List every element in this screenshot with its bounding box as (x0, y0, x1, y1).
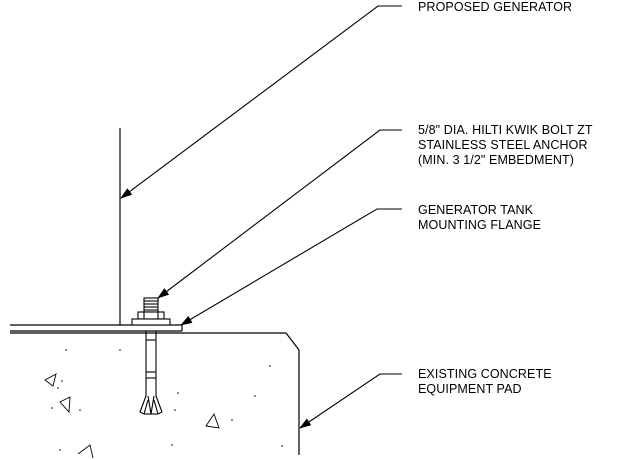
callout-pad: EXISTING CONCRETE EQUIPMENT PAD (418, 367, 552, 397)
anchor-bolt (131, 297, 171, 415)
callout-flange-line-2: MOUNTING FLANGE (418, 218, 542, 232)
callout-flange-line-1: GENERATOR TANK (418, 203, 534, 217)
concrete-hatch (44, 373, 220, 459)
leader-pad (299, 373, 402, 429)
callout-flange: GENERATOR TANK MOUNTING FLANGE (418, 203, 541, 233)
callout-generator-line-1: PROPOSED GENERATOR (418, 0, 573, 14)
callout-pad-line-1: EXISTING CONCRETE (418, 367, 552, 381)
callout-generator: PROPOSED GENERATOR (418, 0, 572, 15)
concrete-dots (51, 349, 283, 451)
callout-anchor-line-2: STAINLESS STEEL ANCHOR (418, 138, 588, 152)
callout-anchor-line-1: 5/8" DIA. HILTI KWIK BOLT ZT (418, 123, 593, 137)
mounting-flange (10, 324, 183, 332)
leader-anchor (157, 129, 402, 299)
leader-flange (180, 208, 402, 326)
callout-pad-line-2: EQUIPMENT PAD (418, 382, 522, 396)
callout-anchor: 5/8" DIA. HILTI KWIK BOLT ZT STAINLESS S… (418, 123, 593, 168)
callout-anchor-line-3: (MIN. 3 1/2" EMBEDMENT) (418, 153, 575, 167)
leader-generator (120, 5, 402, 199)
concrete-pad-outline (10, 332, 300, 455)
